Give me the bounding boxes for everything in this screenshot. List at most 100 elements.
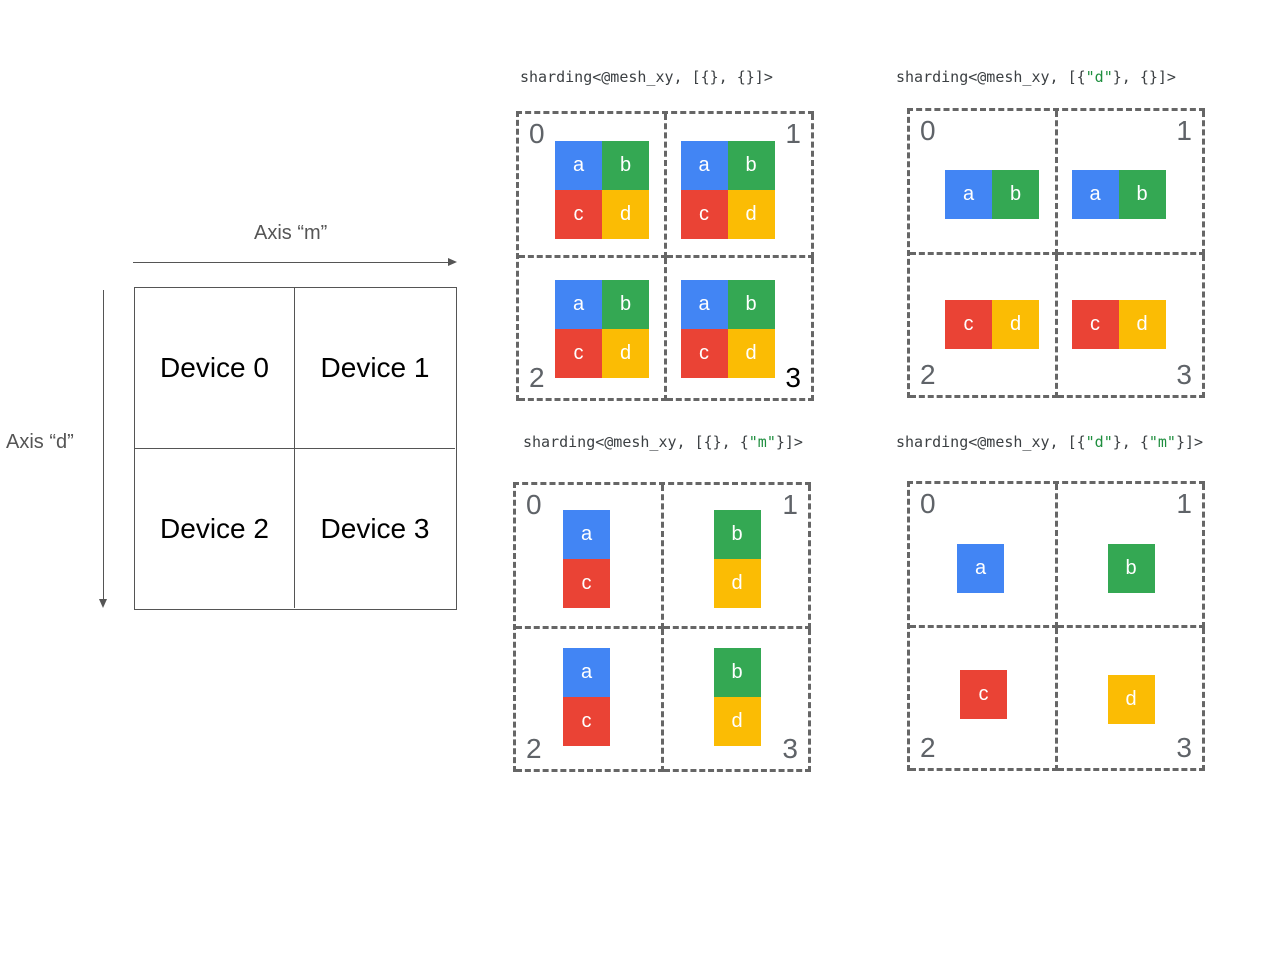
tile-a: a [555,141,602,190]
panel-cell-2: 2 c [910,627,1058,771]
device-number: 1 [1176,488,1192,519]
device-number: 2 [920,359,936,390]
tile-c: c [960,669,1007,719]
tile-d: d [1107,674,1155,724]
tile-b: b [602,279,649,329]
tile-b: b [992,170,1039,219]
device-3: Device 3 [320,512,430,544]
tile-b: b [602,141,649,190]
tile-c: c [945,299,992,349]
tile-d: d [727,190,775,239]
caption-text: }]> [1175,433,1204,451]
tile-a: a [945,170,992,219]
tensor-block: c [960,669,1007,719]
tile-b: b [727,141,775,190]
tile-d: d [602,190,649,239]
device-number: 3 [785,362,801,393]
tensor-block: c d [1071,299,1166,349]
tile-b: b [1107,544,1155,593]
device-2: Device 2 [135,449,295,608]
tile-c: c [555,328,602,378]
device-number: 3 [1176,732,1192,763]
tensor-block: a [957,544,1004,593]
tile-a: a [555,279,602,329]
tile-b: b [713,647,761,697]
caption-split-m: sharding<@mesh_xy, [{}, {"m"}]> [523,433,803,451]
axis-m-line [133,262,449,263]
tensor-block: b d [713,510,761,608]
axis-d-label: Axis “d” [6,431,74,453]
tile-a: a [563,647,610,697]
panel-cell-1: 1 a b [1057,111,1205,255]
device-number: 2 [529,362,545,393]
tile-a: a [563,510,610,559]
caption-replicated: sharding<@mesh_xy, [{}, {}]> [520,68,773,86]
caption-text: }, {}]> [1112,68,1176,86]
tensor-block: a b c d [555,279,649,378]
caption-text: sharding<@mesh_xy, [{}, { [523,433,749,451]
caption-axis-m: "m" [1148,433,1176,451]
panel-cell-2: 2 c d [910,254,1058,398]
tile-c: c [680,328,728,378]
tile-a: a [680,279,728,329]
tile-c: c [555,190,602,239]
tile-d: d [992,299,1039,349]
device-number: 0 [920,488,936,519]
device-1: Device 1 [295,288,455,449]
tile-b: b [727,279,775,329]
axis-d-arrowhead-icon [99,599,107,608]
device-number: 0 [920,115,936,146]
device-number: 1 [1176,115,1192,146]
panel-cell-1: 1 a b c d [666,114,814,258]
tensor-block: a c [563,510,610,608]
tile-b: b [1118,170,1166,219]
panel-cell-0: 0 a b [910,111,1058,255]
tile-b: b [713,510,761,559]
tile-c: c [1071,299,1119,349]
device-0: Device 0 [135,288,295,449]
tile-a: a [680,141,728,190]
tile-d: d [713,559,761,608]
caption-text: sharding<@mesh_xy, [{ [896,433,1086,451]
panel-cell-0: 0 a [910,484,1058,628]
caption-axis-d: "d" [1085,68,1113,86]
panel-split-dm: 0 a 1 b 2 c 3 d [907,481,1205,771]
device-number: 1 [785,118,801,149]
device-number: 0 [526,489,542,520]
tile-a: a [1071,170,1119,219]
tile-d: d [602,328,649,378]
tensor-block: a b [1071,170,1166,219]
tile-d: d [713,696,761,746]
tensor-block: d [1107,674,1155,724]
panel-cell-1: 1 b d [663,485,811,629]
panel-cell-1: 1 b [1057,484,1205,628]
tensor-block: a b c d [680,141,775,239]
panel-cell-3: 3 c d [1057,254,1205,398]
device-number: 3 [782,733,798,764]
tile-c: c [680,190,728,239]
tensor-block: c d [945,299,1039,349]
panel-cell-2: 2 a c [516,628,664,772]
tile-d: d [727,328,775,378]
panel-cell-0: 0 a c [516,485,664,629]
panel-replicated: 0 a b c d 1 a b c d 2 a b c d 3 a b c d [516,111,814,401]
caption-text: }, { [1112,433,1149,451]
panel-cell-2: 2 a b c d [519,257,667,401]
tensor-block: b [1107,544,1155,593]
caption-text: sharding<@mesh_xy, [{}, {}]> [520,68,773,86]
device-number: 0 [529,118,545,149]
caption-axis-d: "d" [1085,433,1113,451]
panel-split-d: 0 a b 1 a b 2 c d 3 c d [907,108,1205,398]
device-number: 2 [920,732,936,763]
caption-split-dm: sharding<@mesh_xy, [{"d"}, {"m"}]> [896,433,1203,451]
tensor-block: a b c d [555,141,649,239]
caption-split-d: sharding<@mesh_xy, [{"d"}, {}]> [896,68,1176,86]
tensor-block: a b c d [680,279,775,378]
tile-d: d [1118,299,1166,349]
tensor-block: b d [713,647,761,746]
axis-m-label: Axis “m” [254,222,328,244]
device-mesh: Device 0 Device 1 Device 2 Device 3 [134,287,457,610]
device-number: 3 [1176,359,1192,390]
tile-c: c [563,559,610,608]
caption-text: }]> [775,433,803,451]
